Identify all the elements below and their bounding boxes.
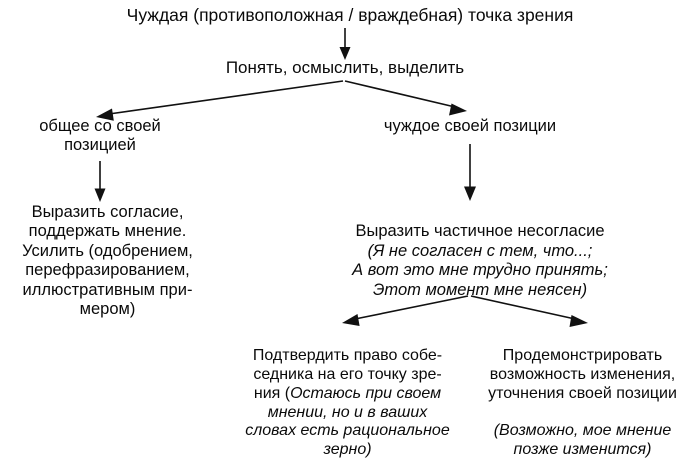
arrow-branch-right-to-right-action (464, 144, 476, 201)
node-confirm-right: Подтвердить право собе- седника на его т… (210, 328, 485, 460)
arrow-level2-to-branch-left (96, 80, 344, 121)
confirm-right-heading: Подтвердить право собе- седника на его т… (252, 346, 443, 402)
node-branch-alien: чуждое своей позиции (383, 117, 557, 135)
demonstrate-change-quote: (Возможно, мое мнение позже изменится) (493, 422, 672, 459)
arrow-branch-left-to-left-action (94, 161, 106, 202)
node-title: Чуждая (противоположная / враждебная) то… (126, 5, 574, 25)
node-branch-common: общее со своей позицией (39, 117, 161, 155)
partial-disagreement-heading: Выразить частичное несогласие (355, 222, 605, 241)
demonstrate-change-heading: Продемонстрировать возможность изменения… (488, 346, 677, 402)
node-demonstrate-change: Продемонстрировать возможность изменения… (465, 328, 700, 463)
node-understand: Понять, осмыслить, выделить (225, 58, 465, 77)
partial-disagreement-examples: (Я не согласен с тем, что...; А вот это … (352, 241, 608, 299)
arrow-level2-to-branch-right (344, 80, 467, 116)
node-express-agreement: Выразить согласие, поддержать мнение. Ус… (22, 203, 193, 319)
confirm-right-quote: Остаюсь при своем мнении, но и в ваших с… (245, 384, 450, 459)
arrow-title-to-level2 (339, 28, 351, 60)
node-partial-disagreement: Выразить частичное несогласие (Я не согл… (300, 203, 660, 320)
